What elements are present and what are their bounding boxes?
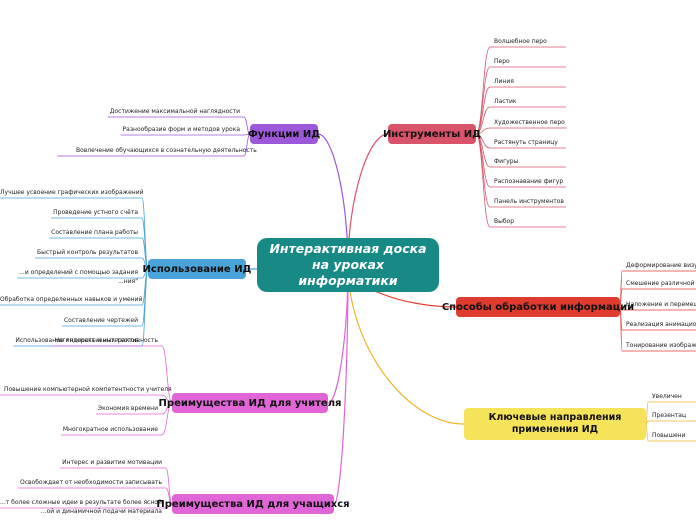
branch-functions-label: Функции ИД — [247, 128, 321, 140]
leaf-usage[interactable]: ...ния" — [118, 278, 138, 285]
branch-teacher-label: Преимущества ИД для учителя — [158, 397, 342, 409]
leaf-tools[interactable]: Линия — [494, 78, 514, 85]
leaf-tools[interactable]: Панель инструментов — [494, 198, 564, 205]
leaf-usage[interactable]: Быстрый контроль результатов — [37, 249, 138, 256]
leaf-usage[interactable]: Лучшее усвоение графических изображений — [0, 189, 144, 196]
leaf-usage[interactable]: Проведение устного счёта — [53, 209, 138, 216]
leaf-tools[interactable]: Растянуть страницу — [494, 139, 558, 146]
leaf-teacher[interactable]: Экономия времени — [97, 405, 158, 412]
leaf-processing[interactable]: Тонирование изображе — [626, 342, 696, 349]
branch-tools[interactable]: Инструменты ИД — [383, 124, 481, 144]
leaf-processing[interactable]: Наложение и перемещ — [626, 301, 696, 308]
branch-directions-label: Ключевые направления применения ИД — [488, 412, 622, 435]
leaf-teacher[interactable]: Повышение компьютерной компетентности уч… — [4, 386, 172, 393]
leaf-directions[interactable]: Повышени — [652, 432, 686, 439]
leaf-usage[interactable]: Составление плана работы — [51, 229, 138, 236]
leaf-tools[interactable]: Выбор — [494, 218, 515, 225]
leaf-usage[interactable]: Обработка определенных навыков и умений — [0, 296, 143, 303]
leaf-directions[interactable]: Презентац — [652, 412, 687, 419]
leaf-students[interactable]: Интерес и развитие мотивации — [62, 459, 162, 466]
leaf-teacher[interactable]: Многократное использование — [62, 426, 158, 433]
leaf-functions[interactable]: Разнообразие форм и методов урока — [122, 126, 240, 133]
branch-students[interactable]: Преимущества ИД для учащихся — [156, 494, 350, 514]
leaf-processing[interactable]: Смешение различной и — [626, 280, 696, 287]
leaf-students[interactable]: ...т более сложные идеи в результате бол… — [0, 499, 164, 506]
leaf-tools[interactable]: Фигуры — [494, 158, 519, 165]
branch-processing-label: Способы обработки информации — [441, 301, 635, 313]
leaf-usage[interactable]: ...и определений с помощью задания — [19, 269, 138, 276]
leaf-teacher[interactable]: Наглядность и интерактивность — [54, 337, 158, 344]
leaf-students[interactable]: Освобождает от необходимости записывать — [19, 479, 162, 486]
leaf-directions[interactable]: Увеличен — [652, 393, 682, 400]
branch-directions[interactable]: Ключевые направления применения ИД — [464, 408, 646, 440]
branch-tools-label: Инструменты ИД — [382, 128, 482, 140]
leaf-processing[interactable]: Реализация анимацио — [626, 321, 696, 328]
leaf-usage[interactable]: Составление чертежей — [63, 317, 138, 324]
leaf-usage[interactable]: Использование интерактивных тестов — [15, 337, 138, 344]
branch-students-label: Преимущества ИД для учащихся — [156, 498, 350, 510]
leaf-tools[interactable]: Художественное перо — [494, 119, 565, 126]
branch-usage[interactable]: Использование ИД — [143, 259, 251, 279]
branch-processing[interactable]: Способы обработки информации — [442, 297, 634, 317]
leaf-processing[interactable]: Деформирование визуа — [626, 262, 696, 269]
leaf-tools[interactable]: Волшебное перо — [494, 38, 547, 45]
leaf-functions[interactable]: Достижение максимальной наглядности — [109, 108, 240, 115]
central-topic[interactable]: Интерактивная доска на уроках информатик… — [257, 238, 439, 292]
leaf-functions[interactable]: Вовлечение обучающихся в сознательную де… — [76, 147, 257, 154]
central-topic-label: Интерактивная доска на уроках информатик… — [269, 240, 427, 289]
leaf-tools[interactable]: Ластик — [494, 98, 517, 105]
leaf-tools[interactable]: Распознавание фигур — [494, 178, 564, 185]
branch-teacher[interactable]: Преимущества ИД для учителя — [159, 393, 341, 413]
leaf-tools[interactable]: Перо — [494, 58, 510, 65]
leaf-students[interactable]: ...ой и динамичной подачи материала — [40, 508, 162, 515]
branch-functions[interactable]: Функции ИД — [247, 124, 321, 144]
branch-usage-label: Использование ИД — [142, 263, 252, 275]
